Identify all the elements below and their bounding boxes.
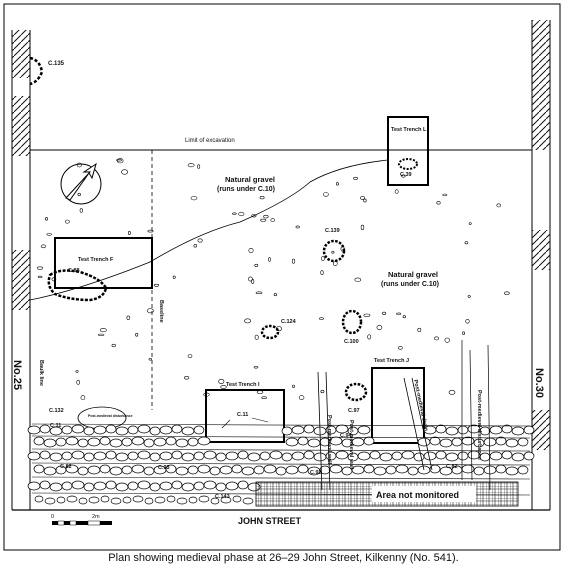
label-c143: C.143 <box>215 494 230 500</box>
label-c135: C.135 <box>48 61 65 67</box>
label-c82: C.82 <box>60 464 72 470</box>
test-trench-f <box>54 237 153 289</box>
label-trench-f: Test Trench F <box>78 257 114 263</box>
label-no30: No.30 <box>533 368 545 398</box>
feature-c39 <box>398 158 418 170</box>
label-limit: Limit of excavation <box>185 138 235 144</box>
figure-caption: Plan showing medieval phase at 26–29 Joh… <box>108 552 459 564</box>
scale-bar: 0 2m <box>51 514 112 526</box>
feature-c135 <box>29 56 44 86</box>
svg-text:2m: 2m <box>92 514 100 520</box>
label-area-not-monitored: Area not monitored <box>376 490 459 500</box>
label-c11-left: C.11 <box>50 423 61 429</box>
label-gravel-top-sub: (runs under C.10) <box>217 186 275 193</box>
label-pm-dist-right: Post-medieval disturbance <box>476 390 482 460</box>
label-c11-mid: C.11 <box>237 412 248 418</box>
north-arrow-icon <box>60 162 102 205</box>
feature-c88 <box>47 269 108 302</box>
label-pm-dist-left: Post-medieval disturbance <box>88 414 133 418</box>
label-pm-wall-bottom: Post-medieval wall <box>348 420 354 470</box>
feature-c100 <box>341 309 363 335</box>
label-baseline: Baseline <box>158 300 164 323</box>
feature-c139 <box>322 239 346 263</box>
test-trench-l <box>387 116 429 186</box>
feature-post-medieval-disturbance-left <box>77 406 127 430</box>
test-trench-i <box>205 389 285 443</box>
label-pm-drain: Post-medieval drain <box>412 379 429 432</box>
label-pm-wall-mid: Post-medieval wall <box>326 415 332 465</box>
feature-c124 <box>260 324 280 340</box>
label-c82-right: C.82 <box>446 464 458 470</box>
label-c94: C.94 <box>340 433 353 439</box>
gravel-stones <box>37 158 510 401</box>
label-gravel-mid: Natural gravel <box>388 270 438 279</box>
feature-c97 <box>344 382 368 402</box>
label-no25: No.25 <box>11 360 23 390</box>
label-c92: C.92 <box>310 470 322 476</box>
label-baulk: Baulk line <box>38 360 44 386</box>
label-c124: C.124 <box>281 319 297 325</box>
right-wall <box>531 20 551 510</box>
label-trench-i: Test Trench I <box>226 382 260 388</box>
label-c93: C.93 <box>158 465 170 471</box>
label-john-street: JOHN STREET <box>238 516 302 526</box>
label-c132: C.132 <box>49 408 64 414</box>
label-c100: C.100 <box>344 339 359 345</box>
label-c39: C.39 <box>400 172 412 178</box>
label-c139: C.139 <box>325 228 340 234</box>
label-trench-l: Test Trench L <box>391 127 427 133</box>
label-c97: C.97 <box>348 408 360 414</box>
svg-text:0: 0 <box>51 514 54 520</box>
label-gravel-top: Natural gravel <box>225 175 275 184</box>
left-wall <box>11 30 31 510</box>
test-trench-j <box>371 367 425 444</box>
label-trench-j: Test Trench J <box>374 358 409 364</box>
c11-cobble-band <box>27 423 535 505</box>
label-gravel-mid-sub: (runs under C.10) <box>381 281 439 288</box>
label-c88: C.88 <box>68 268 80 274</box>
